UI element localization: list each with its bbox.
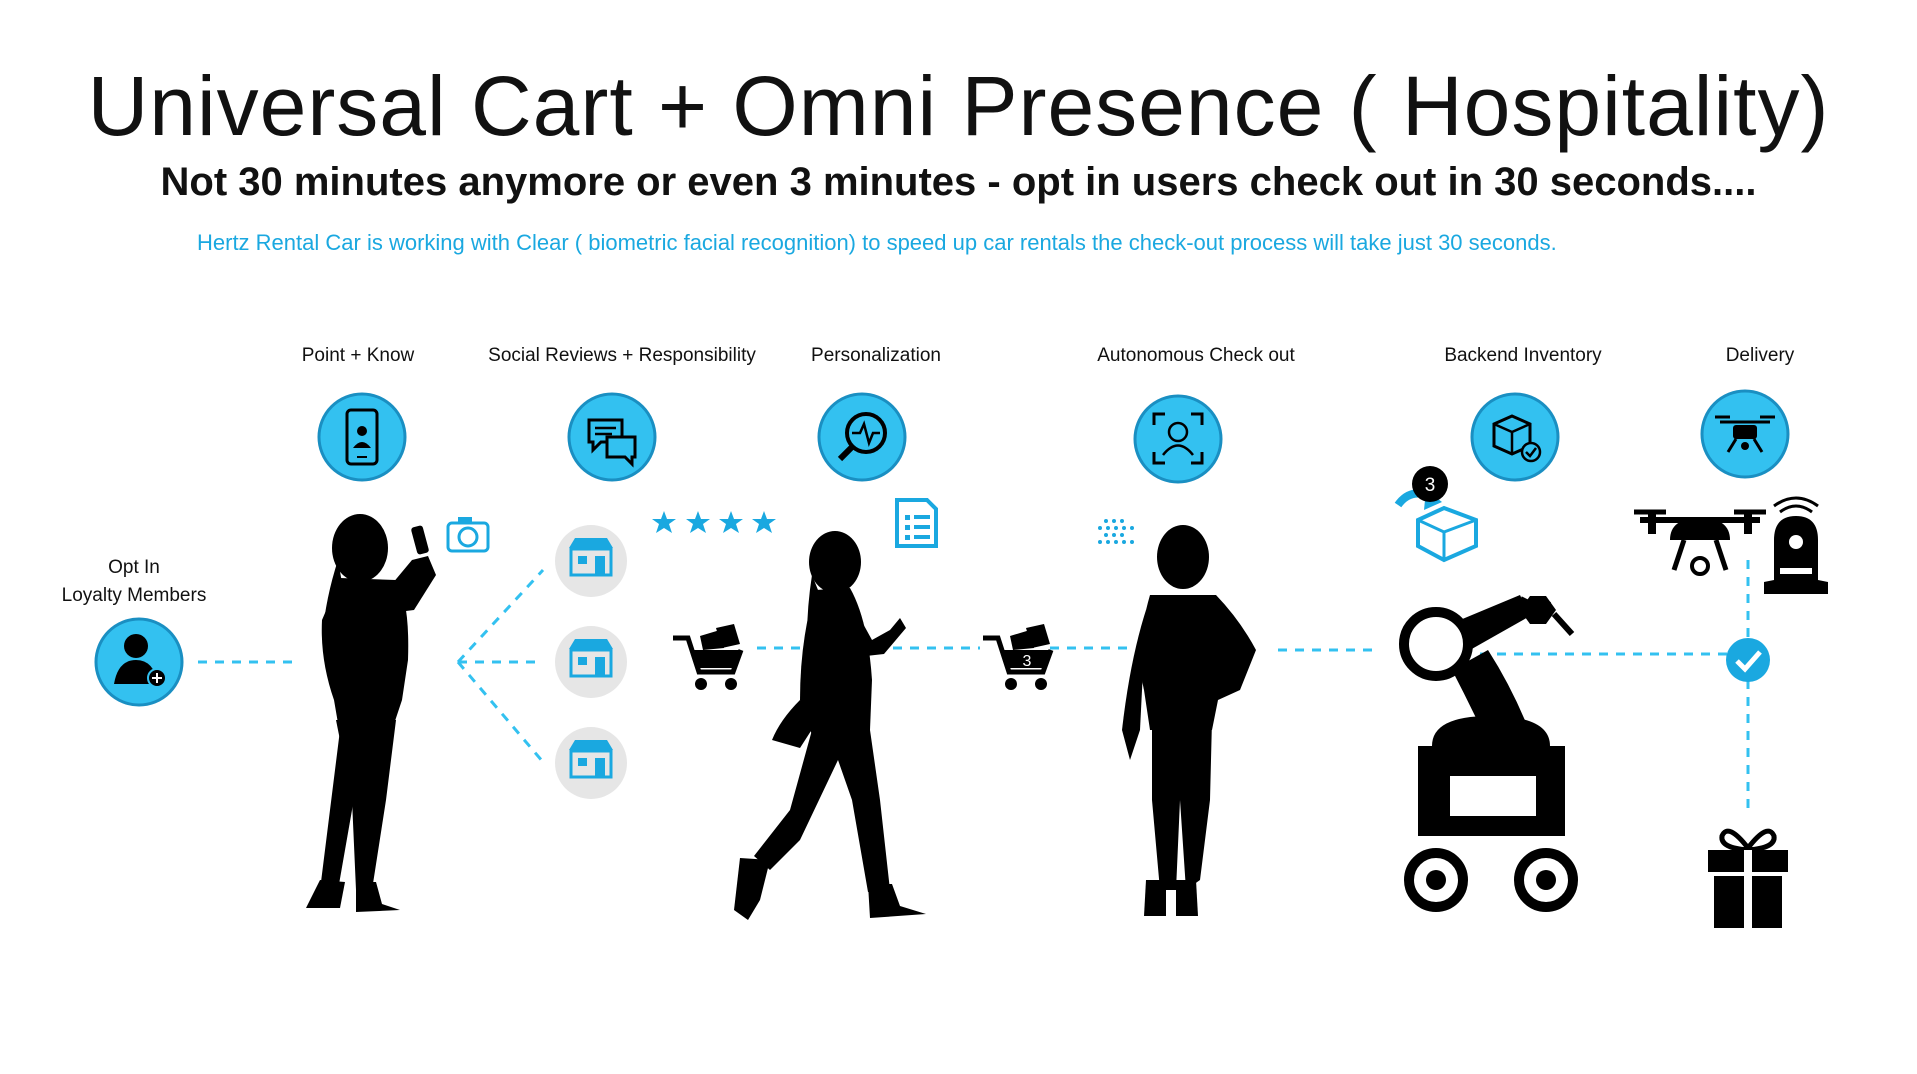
check-circle-icon [1726,638,1770,682]
shopping-cart-icon: 3 [983,624,1054,690]
store-icon [555,626,627,698]
page-caption: Hertz Rental Car is working with Clear (… [197,230,1557,255]
stage-label-point-know: Point + Know [301,345,415,366]
drone-icon [1700,389,1790,479]
gift-box-icon [1708,828,1788,928]
page-title: Universal Cart + Omni Presence ( Hospita… [87,59,1830,153]
package-check-icon [1470,392,1560,482]
inventory-box-icon: 3 [1394,466,1478,563]
add-user-icon [94,617,184,707]
delivery-robot-icon [1764,496,1828,594]
connector-lines [198,560,1750,812]
rating-stars [652,511,776,533]
cart-count: 3 [1023,653,1032,670]
star-icon [752,511,776,533]
page-subtitle: Not 30 minutes anymore or even 3 minutes… [160,160,1757,204]
inventory-count: 3 [1425,475,1436,496]
walking-shopper-silhouette [734,531,926,920]
chat-bubbles-icon [567,392,657,482]
star-icon [719,511,743,533]
shopper-with-phone-silhouette [306,514,436,912]
stage-label-personalization: Personalization [811,345,941,366]
star-icon [686,511,710,533]
stage-label-social-reviews: Social Reviews + Responsibility [488,345,756,366]
checklist-icon [895,498,938,548]
analytics-magnifier-icon [817,392,907,482]
stage-label-autonomous-checkout: Autonomous Check out [1097,345,1295,366]
opt-in-label: Opt In [108,557,160,578]
standing-woman-silhouette [1122,525,1256,916]
face-scan-icon [1133,394,1223,484]
smartphone-user-icon [317,392,407,482]
stage-label-backend-inventory: Backend Inventory [1444,345,1602,366]
camera-icon [446,517,490,553]
loyalty-members-label: Loyalty Members [61,585,207,606]
store-icon [555,727,627,799]
delivery-drone-icon [1634,509,1766,576]
shopping-cart-icon [673,624,744,690]
store-icon [555,525,627,597]
star-icon [652,511,676,533]
stage-label-delivery: Delivery [1725,345,1795,366]
robot-arm-icon [1399,595,1578,912]
scan-dots-icon [1098,519,1134,544]
